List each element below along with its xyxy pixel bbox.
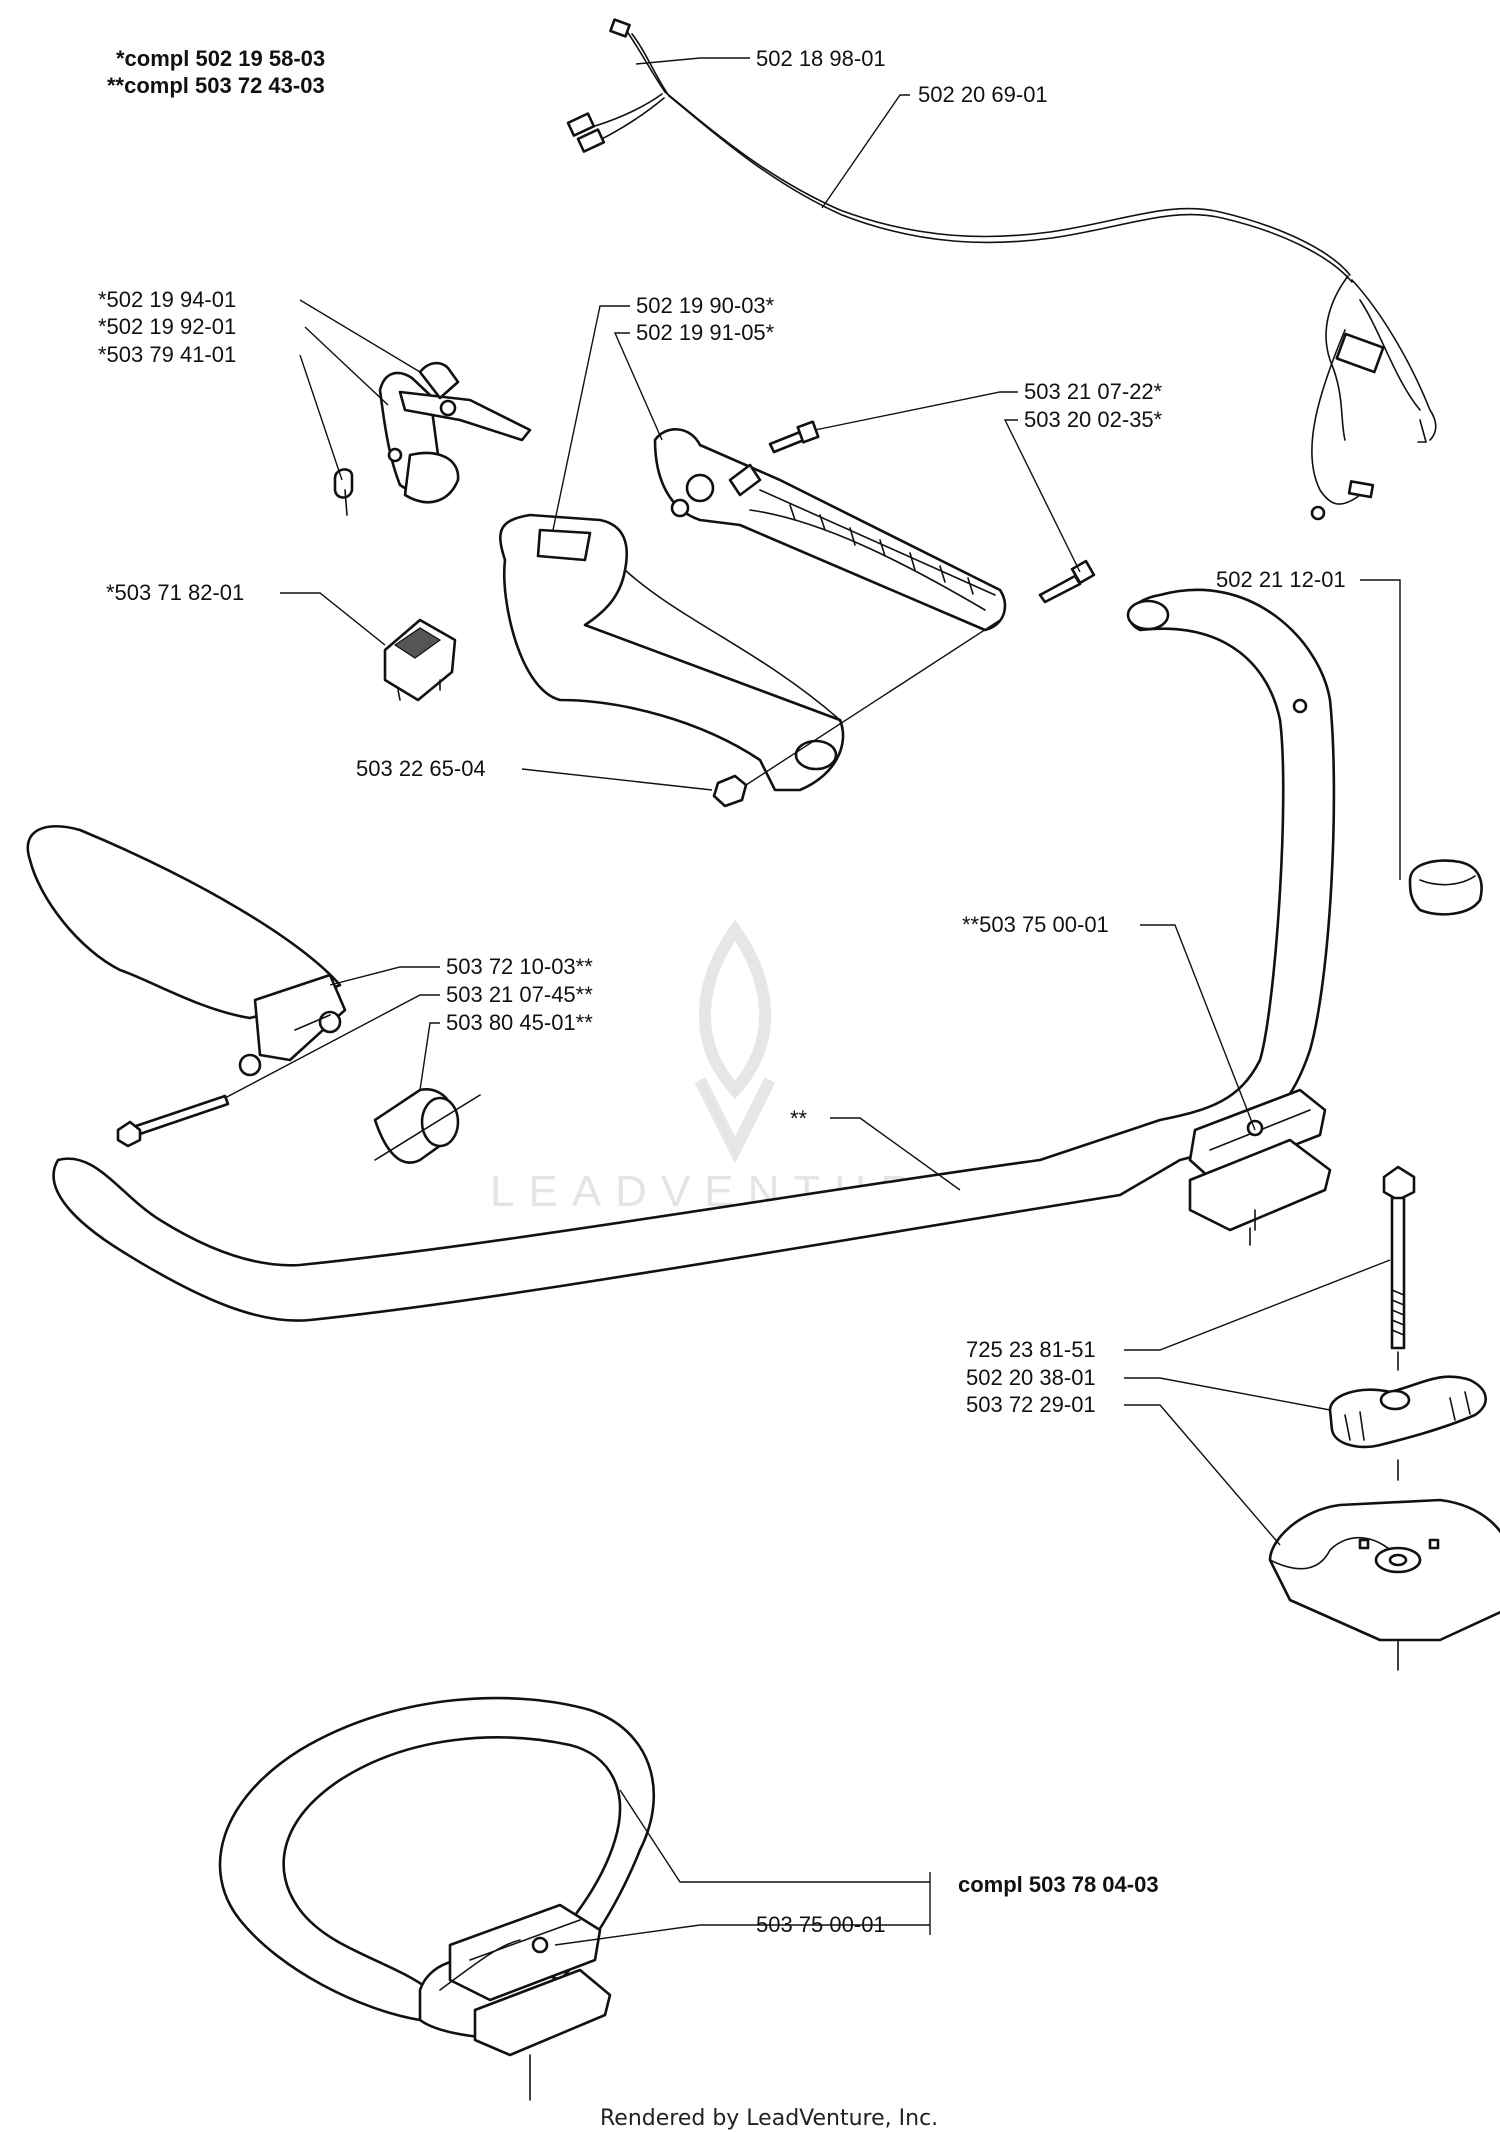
kit-label-503-72-43-03: **compl 503 72 43-03 xyxy=(107,73,325,98)
ring-502-21-12-01 xyxy=(1408,859,1483,916)
left-grip xyxy=(26,825,347,1077)
label-503-75-00-01-upper: **503 75 00-01 xyxy=(962,912,1109,937)
label-503-79-41-01: *503 79 41-01 xyxy=(98,342,236,367)
bolt-503-21-07-45 xyxy=(116,1094,230,1148)
footer-credit: Rendered by LeadVenture, Inc. xyxy=(600,2106,938,2131)
knob-502-20-38-01 xyxy=(1328,1375,1487,1481)
watermark-flame-icon xyxy=(694,919,776,1164)
label-725-23-81-51: 725 23 81-51 xyxy=(966,1337,1096,1362)
label-503-75-00-01-lower: 503 75 00-01 xyxy=(756,1912,886,1937)
label-503-20-02-35: 503 20 02-35* xyxy=(1024,407,1163,432)
label-503-21-07-45: 503 21 07-45** xyxy=(446,982,593,1007)
kit-label-503-78-04-03: compl 503 78 04-03 xyxy=(958,1872,1159,1897)
clamp-base-503-72-29-01 xyxy=(1268,1498,1500,1671)
throttle-trigger-group xyxy=(333,361,532,516)
handlebar-clamp-upper xyxy=(1188,1088,1327,1180)
leader-lines xyxy=(224,57,1401,1946)
label-502-19-90-03: 502 19 90-03* xyxy=(636,293,775,318)
label-502-19-91-05: 502 19 91-05* xyxy=(636,320,775,345)
label-502-20-38-01: 502 20 38-01 xyxy=(966,1365,1096,1390)
kit-label-502-19-58-03: *compl 502 19 58-03 xyxy=(116,46,325,71)
label-handlebar-double-star: ** xyxy=(790,1106,808,1131)
main-handlebar xyxy=(52,588,1336,1322)
label-503-72-29-01: 503 72 29-01 xyxy=(966,1392,1096,1417)
bolt-725-23-81-51 xyxy=(1382,1165,1416,1371)
wiring-harness xyxy=(566,18,1437,521)
label-503-22-65-04: 503 22 65-04 xyxy=(356,756,486,781)
handle-half-right xyxy=(653,428,1007,632)
label-502-18-98-01: 502 18 98-01 xyxy=(756,46,886,71)
clamp-503-80-45-01 xyxy=(373,1088,481,1164)
screw-503-21-07-22 xyxy=(768,420,820,454)
label-503-72-10-03: 503 72 10-03** xyxy=(446,954,593,979)
label-503-21-07-22: 503 21 07-22* xyxy=(1024,379,1163,404)
handle-half-left xyxy=(499,513,845,792)
handlebar-clamp-lower xyxy=(1188,1138,1332,1246)
stop-switch xyxy=(383,618,457,702)
label-502-19-92-01: *502 19 92-01 xyxy=(98,314,236,339)
loop-handle xyxy=(218,1696,656,2101)
label-502-21-12-01: 502 21 12-01 xyxy=(1216,567,1346,592)
label-503-71-82-01: *503 71 82-01 xyxy=(106,580,244,605)
nut-503-22-65-04 xyxy=(712,774,748,808)
screw-503-20-02-35 xyxy=(1038,559,1096,604)
label-503-80-45-01: 503 80 45-01** xyxy=(446,1010,593,1035)
label-502-20-69-01: 502 20 69-01 xyxy=(918,82,1048,107)
label-502-19-94-01: *502 19 94-01 xyxy=(98,287,236,312)
